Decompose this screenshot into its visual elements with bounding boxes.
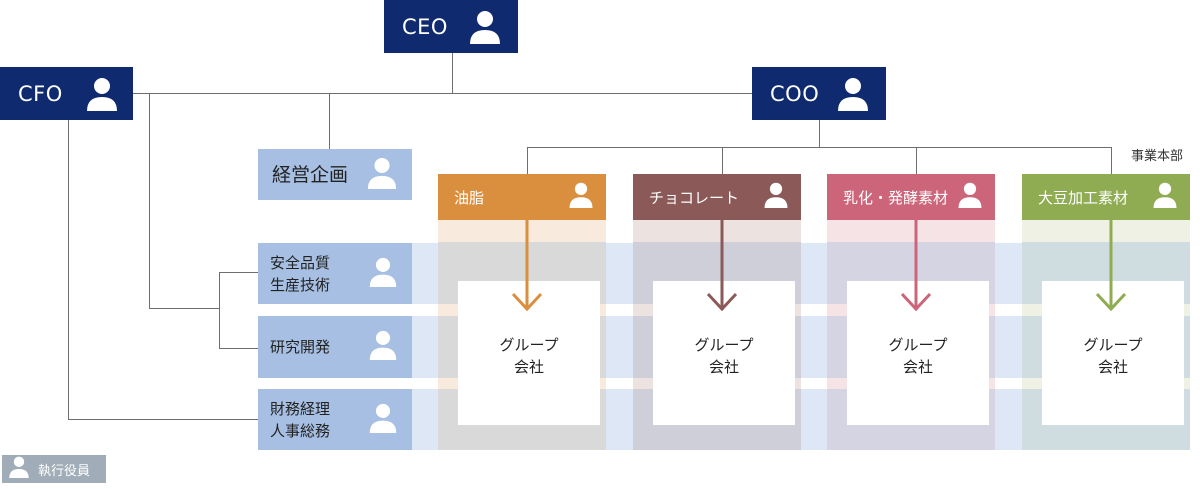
quality-box: 安全品質 生産技術 [258, 243, 412, 304]
business-unit-header: 乳化・発酵素材 [827, 174, 995, 220]
staff-light-extension [995, 243, 1022, 304]
person-icon [1152, 181, 1178, 213]
business-division-caption: 事業本部 [1131, 149, 1184, 164]
person-icon [85, 77, 119, 111]
staff-light-extension [606, 243, 633, 304]
connector-ceo-down [452, 53, 453, 94]
connector-to-rnd [219, 348, 258, 349]
business-unit-header: 大豆加工素材 [1022, 174, 1190, 220]
business-unit-label: 乳化・発酵素材 [843, 188, 949, 207]
staff-light-extension [606, 389, 633, 450]
person-icon [468, 10, 502, 44]
connector-main-horizontal [133, 93, 753, 94]
connector-bu-horizontal [527, 147, 1112, 148]
staff-light-extension-rnd [412, 316, 438, 378]
finance-box: 財務経理 人事総務 [258, 389, 412, 450]
business-unit-header: 油脂 [438, 174, 606, 220]
cfo-label: CFO [18, 81, 63, 106]
person-icon [368, 329, 398, 365]
person-icon [957, 181, 983, 213]
connector-cfo-down [68, 120, 69, 420]
staff-light-extension [995, 389, 1022, 450]
ceo-box: CEO [384, 0, 518, 53]
coo-box: COO [752, 67, 886, 120]
bu-column-top [633, 220, 801, 242]
person-icon [568, 181, 594, 213]
group-company-label-line2: 会社 [902, 358, 933, 376]
cfo-box: CFO [0, 67, 133, 120]
staff-light-extension [995, 316, 1022, 378]
connector-staff-vertical [149, 93, 150, 309]
coo-label: COO [770, 81, 820, 106]
business-unit-header: チョコレート [633, 174, 801, 220]
connector-bu-3 [916, 147, 917, 174]
connector-to-planning [329, 93, 330, 149]
legend-executive-officer: 執行役員 [2, 455, 106, 483]
finance-label-line2: 人事総務 [270, 421, 331, 440]
business-unit-label: 大豆加工素材 [1038, 188, 1129, 207]
down-arrow-icon [900, 218, 932, 312]
group-company-label-line1: グループ [694, 336, 754, 354]
rnd-label: 研究開発 [270, 338, 331, 356]
group-company-label-line1: グループ [499, 336, 559, 354]
bu-column-top [438, 220, 606, 242]
group-company-box: グループ会社 [653, 281, 795, 425]
quality-label-line2: 生産技術 [270, 275, 331, 294]
group-company-label-line2: 会社 [1097, 358, 1128, 376]
corporate-planning-label: 経営企画 [272, 163, 349, 186]
person-icon [366, 156, 398, 194]
business-unit-label: チョコレート [649, 188, 740, 207]
staff-light-extension [801, 243, 827, 304]
staff-light-extension [606, 316, 633, 378]
connector-bu-4 [1111, 147, 1112, 174]
ceo-label: CEO [402, 14, 448, 39]
staff-light-extension-quality [412, 243, 438, 304]
staff-light-extension [801, 389, 827, 450]
group-company-label-line2: 会社 [708, 358, 739, 376]
staff-light-extension [801, 316, 827, 378]
person-icon [836, 77, 870, 111]
person-icon [368, 402, 398, 438]
person-icon [8, 456, 30, 482]
staff-light-extension-finance [412, 389, 438, 450]
person-icon [763, 181, 789, 213]
connector-cfo-to-finance [68, 419, 258, 420]
person-icon [368, 256, 398, 292]
business-unit-label: 油脂 [454, 188, 485, 207]
legend-label: 執行役員 [38, 463, 91, 479]
connector-bu-2 [722, 147, 723, 174]
group-company-label-line2: 会社 [513, 358, 544, 376]
down-arrow-icon [1095, 218, 1127, 312]
rnd-box: 研究開発 [258, 316, 412, 378]
connector-to-quality [219, 272, 258, 273]
quality-label-line1: 安全品質 [270, 253, 331, 272]
connector-coo-down [819, 120, 820, 148]
connector-staff-horizontal [149, 308, 219, 309]
down-arrow-icon [706, 218, 738, 312]
connector-bu-1 [527, 147, 528, 174]
bu-column-top [1022, 220, 1190, 242]
bu-column-top [827, 220, 995, 242]
down-arrow-icon [511, 218, 543, 312]
finance-label-line1: 財務経理 [270, 399, 331, 418]
corporate-planning-box: 経営企画 [258, 149, 412, 200]
group-company-label-line1: グループ [888, 336, 948, 354]
connector-staff-bracket [219, 272, 220, 349]
group-company-label-line1: グループ [1083, 336, 1143, 354]
